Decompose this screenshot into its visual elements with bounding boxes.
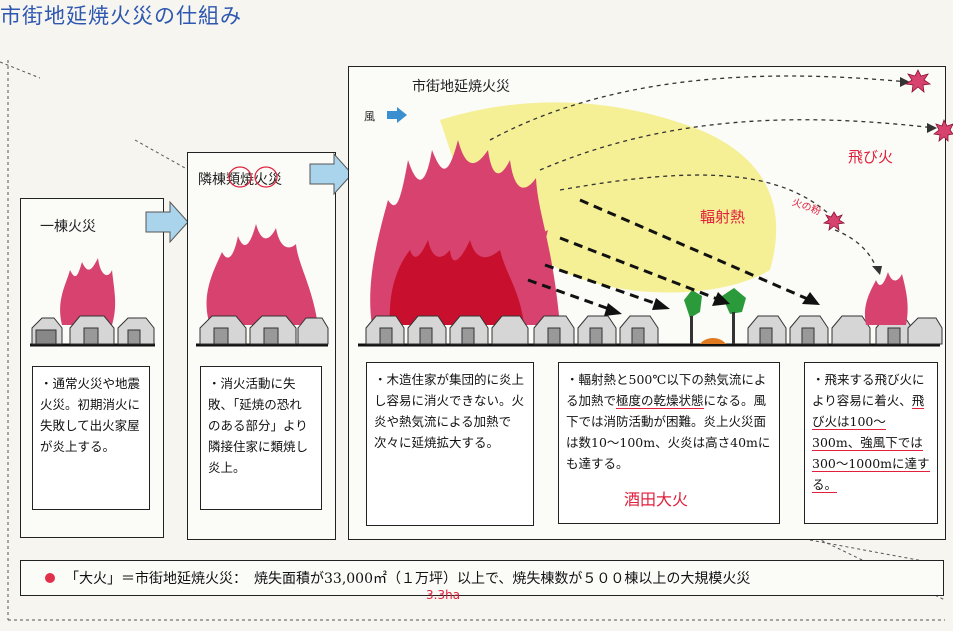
radiant-heat-label: 輻射熱 — [700, 208, 746, 226]
flame-1 — [60, 258, 116, 325]
flame-far-right — [864, 272, 908, 325]
stage-3-desc-a: ・木造住家が集団的に炎上し容易に消火できない。火炎や熱気流による加熱で次々に延焼… — [366, 362, 534, 526]
wind-label: 風 — [364, 110, 375, 123]
flame-3-inner — [389, 240, 524, 325]
stage-2-title-d: 災 — [268, 172, 282, 188]
desc-c-underline: 飛び火は100～300m、強風下では300～1000mに達する。 — [812, 393, 930, 493]
page-title: 市街地延焼火災の仕組み — [0, 4, 242, 28]
hand-note-sakata: 酒田大火 — [624, 490, 689, 509]
stage-arrow-2 — [309, 152, 353, 196]
footer-text: 「大火」＝市街地延焼火災： 焼失面積が33,000㎡（１万坪）以上で、焼失棟数が… — [65, 571, 751, 587]
desc-c-part1: ・飛来する飛び火により容易に着火、 — [812, 372, 925, 408]
flying-sparks-label: 飛び火 — [848, 148, 894, 166]
stage-2-desc: ・消火活動に失敗、「延焼の恐れのある部分」より隣接住家に類焼し炎上。 — [200, 366, 322, 510]
hand-note-area: 3.3ha — [426, 588, 461, 602]
wind-arrow-icon — [387, 107, 407, 123]
bullet-dot — [45, 573, 55, 583]
desc-b-part2: になる。風下では消防活動が困難。炎上火災面は数10～100m、火炎は高さ40mに… — [566, 393, 771, 471]
stage-3-desc-b: ・輻射熱と500℃以下の熱気流による加熱で極度の乾燥状態になる。風下では消防活動… — [558, 362, 780, 524]
handwritten-circles — [228, 166, 278, 188]
stage-1-title: 一棟火災 — [40, 219, 96, 235]
fire-illustration — [30, 69, 953, 347]
stage-3-desc-c: ・飛来する飛び火により容易に着火、飛び火は100～300m、強風下では300～1… — [804, 362, 938, 524]
stage-3-title: 市街地延焼火災 — [412, 79, 510, 95]
desc-b-underline: 極度の乾燥状態 — [616, 393, 704, 409]
desc-b-part1: ・輻射熱と500℃以下の熱気流による加熱で — [566, 372, 767, 408]
stage-2-title-a: 隣棟 — [198, 172, 226, 188]
definition-footer: 「大火」＝市街地延焼火災： 焼失面積が33,000㎡（１万坪）以上で、焼失棟数が… — [20, 560, 944, 596]
stage-1-desc: ・通常火災や地震火災。初期消火に失敗して出火家屋が炎上する。 — [32, 366, 150, 510]
stage-arrow-1 — [145, 200, 189, 244]
flame-2 — [206, 224, 318, 325]
